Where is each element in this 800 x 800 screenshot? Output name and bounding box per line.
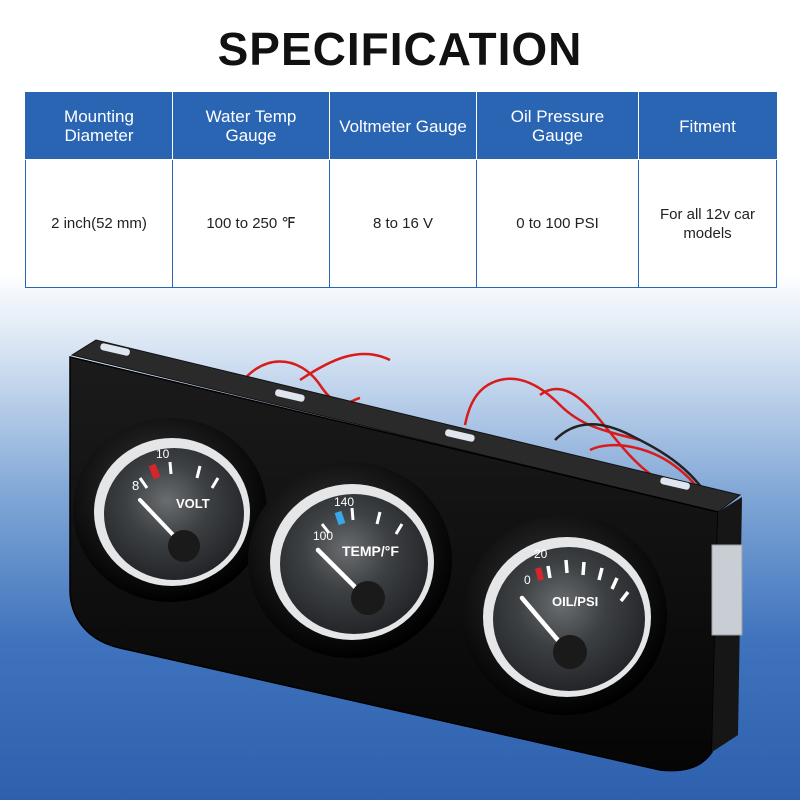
- oil-needle: [519, 595, 565, 648]
- mounting-slot: [660, 477, 690, 490]
- sender-unit: [711, 544, 743, 636]
- oil-label: OIL/PSI: [552, 594, 598, 609]
- gauge-set-photo: 8 10 VOLT 100 140 TEMP/°F: [69, 339, 743, 772]
- oil-pressure-gauge: 0 20 OIL/PSI: [463, 515, 667, 715]
- cell-voltmeter-range: 8 to 16 V: [329, 159, 477, 288]
- volt-needle: [138, 498, 180, 542]
- header-oil-pressure-gauge: Oil Pressure Gauge: [476, 92, 639, 160]
- volt-label: VOLT: [176, 496, 210, 511]
- oil-tick-label: 20: [534, 547, 548, 561]
- voltmeter-gauge: 8 10 VOLT: [73, 418, 267, 602]
- volt-red-marker: [148, 463, 161, 480]
- header-voltmeter-gauge: Voltmeter Gauge: [329, 92, 477, 160]
- mounting-slot: [275, 389, 305, 402]
- temp-needle: [315, 547, 363, 595]
- cell-oil-pressure-range: 0 to 100 PSI: [476, 159, 639, 288]
- temp-tick-label: 100: [313, 529, 333, 543]
- header-water-temp-gauge: Water Temp Gauge: [172, 92, 330, 160]
- header-fitment: Fitment: [638, 92, 777, 160]
- temp-label: TEMP/°F: [342, 543, 399, 559]
- bracket-top-flange: [70, 339, 742, 513]
- specification-table: Mounting Diameter Water Temp Gauge Voltm…: [25, 92, 777, 288]
- mounting-slot: [100, 343, 130, 356]
- mounting-slot: [445, 429, 475, 442]
- temp-tick-label: 140: [334, 495, 354, 509]
- volt-tick-label: 10: [156, 447, 170, 461]
- header-mounting-diameter: Mounting Diameter: [25, 92, 173, 160]
- volt-tick-label: 8: [132, 478, 139, 493]
- table-header-row: Mounting Diameter Water Temp Gauge Voltm…: [25, 92, 777, 160]
- temp-blue-marker: [334, 510, 346, 526]
- cell-fitment: For all 12v car models: [638, 159, 777, 288]
- table-row: 2 inch(52 mm) 100 to 250 ℉ 8 to 16 V 0 t…: [25, 159, 777, 288]
- water-temp-gauge: 100 140 TEMP/°F: [248, 462, 452, 658]
- oil-tick-label: 0: [524, 573, 531, 587]
- cell-water-temp-range: 100 to 250 ℉: [172, 159, 330, 288]
- cell-mounting-diameter: 2 inch(52 mm): [25, 159, 173, 288]
- page-title: SPECIFICATION: [217, 23, 583, 75]
- oil-red-marker: [535, 567, 544, 581]
